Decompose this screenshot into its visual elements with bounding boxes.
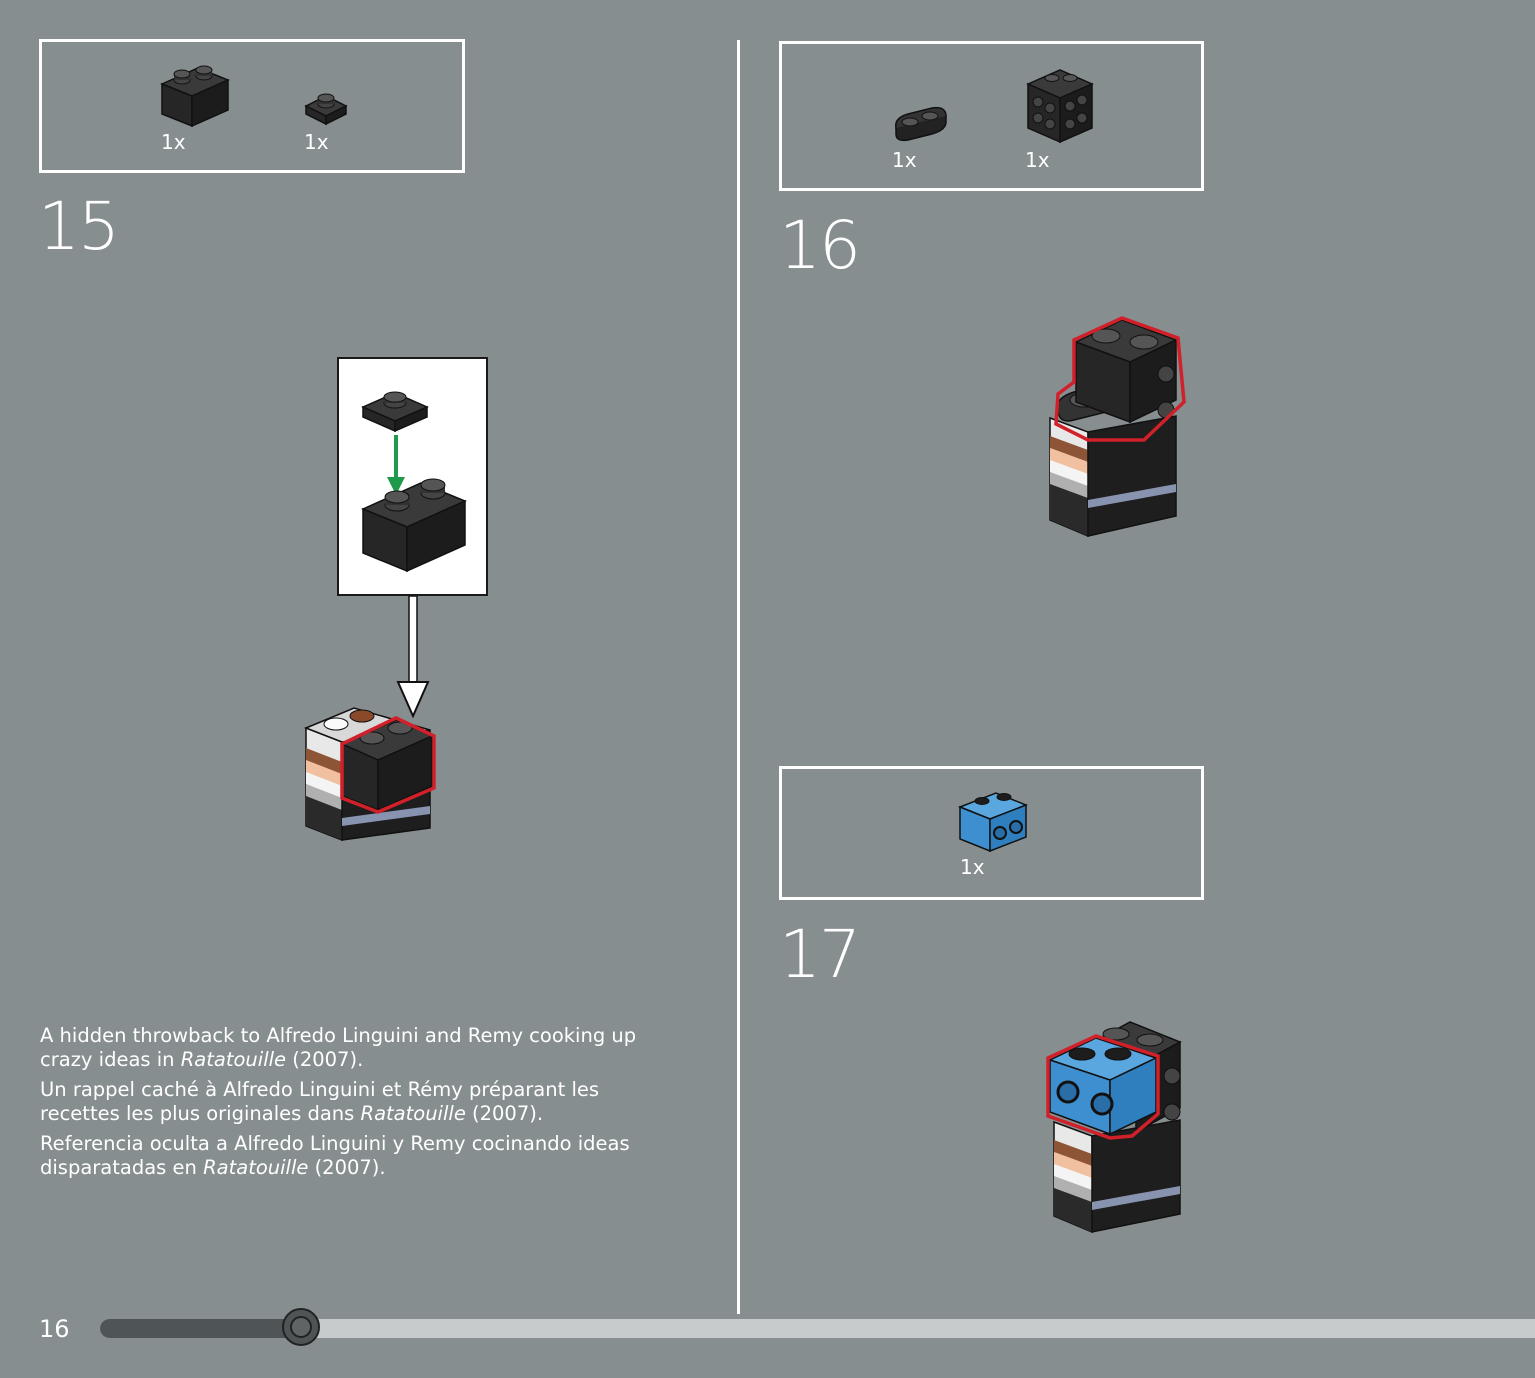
description-text: A hidden throwback to Alfredo Linguini a… (40, 1024, 640, 1186)
sub-assembly-callout (337, 357, 488, 596)
parts-list-step-16: 1x 1x (779, 41, 1204, 191)
part-black-brick-1x2 (160, 64, 230, 128)
blue-brick-1x2-side-studs-icon (957, 792, 1028, 853)
step-16-model (1049, 316, 1186, 538)
step-number-15: 15 (38, 188, 120, 265)
black-plate-1x1-icon (304, 93, 348, 126)
parts-list-step-17: 1x (779, 766, 1204, 900)
description-es: Referencia oculta a Alfredo Linguini y R… (40, 1132, 630, 1179)
part-black-brick-studs-on-sides (1024, 66, 1096, 146)
page-divider (737, 40, 740, 1314)
page-number: 16 (39, 1315, 70, 1343)
parts-list-step-15: 1x 1x (39, 39, 465, 173)
part-qty: 1x (892, 148, 917, 172)
part-black-plate-1x2-rounded (890, 104, 950, 144)
step-15-model (303, 707, 436, 842)
description-fr: Un rappel caché à Alfredo Linguini et Ré… (40, 1078, 600, 1125)
part-qty: 1x (161, 130, 186, 154)
progress-bar-fill (100, 1319, 301, 1338)
new-part-highlight (340, 716, 436, 814)
black-brick-studs-on-sides-icon (1026, 69, 1094, 144)
part-black-plate-1x1 (304, 92, 350, 128)
part-qty: 1x (304, 130, 329, 154)
part-qty: 1x (1025, 148, 1050, 172)
step-17-model (1046, 1021, 1182, 1234)
sub-assembly-illustration (361, 391, 467, 573)
progress-bar (100, 1319, 1535, 1338)
black-plate-1x2-rounded-icon (895, 106, 947, 142)
step-number-16: 16 (779, 207, 861, 284)
description-en: A hidden throwback to Alfredo Linguini a… (40, 1024, 637, 1071)
progress-knob-icon (281, 1308, 320, 1346)
black-brick-1x2-icon (160, 65, 230, 128)
part-blue-brick-1x2-side-studs (956, 789, 1028, 853)
new-part-highlight (1054, 316, 1186, 442)
new-part-highlight (1046, 1034, 1160, 1140)
step-number-17: 17 (779, 916, 861, 993)
part-qty: 1x (960, 855, 985, 879)
placement-arrow-icon (396, 596, 430, 719)
